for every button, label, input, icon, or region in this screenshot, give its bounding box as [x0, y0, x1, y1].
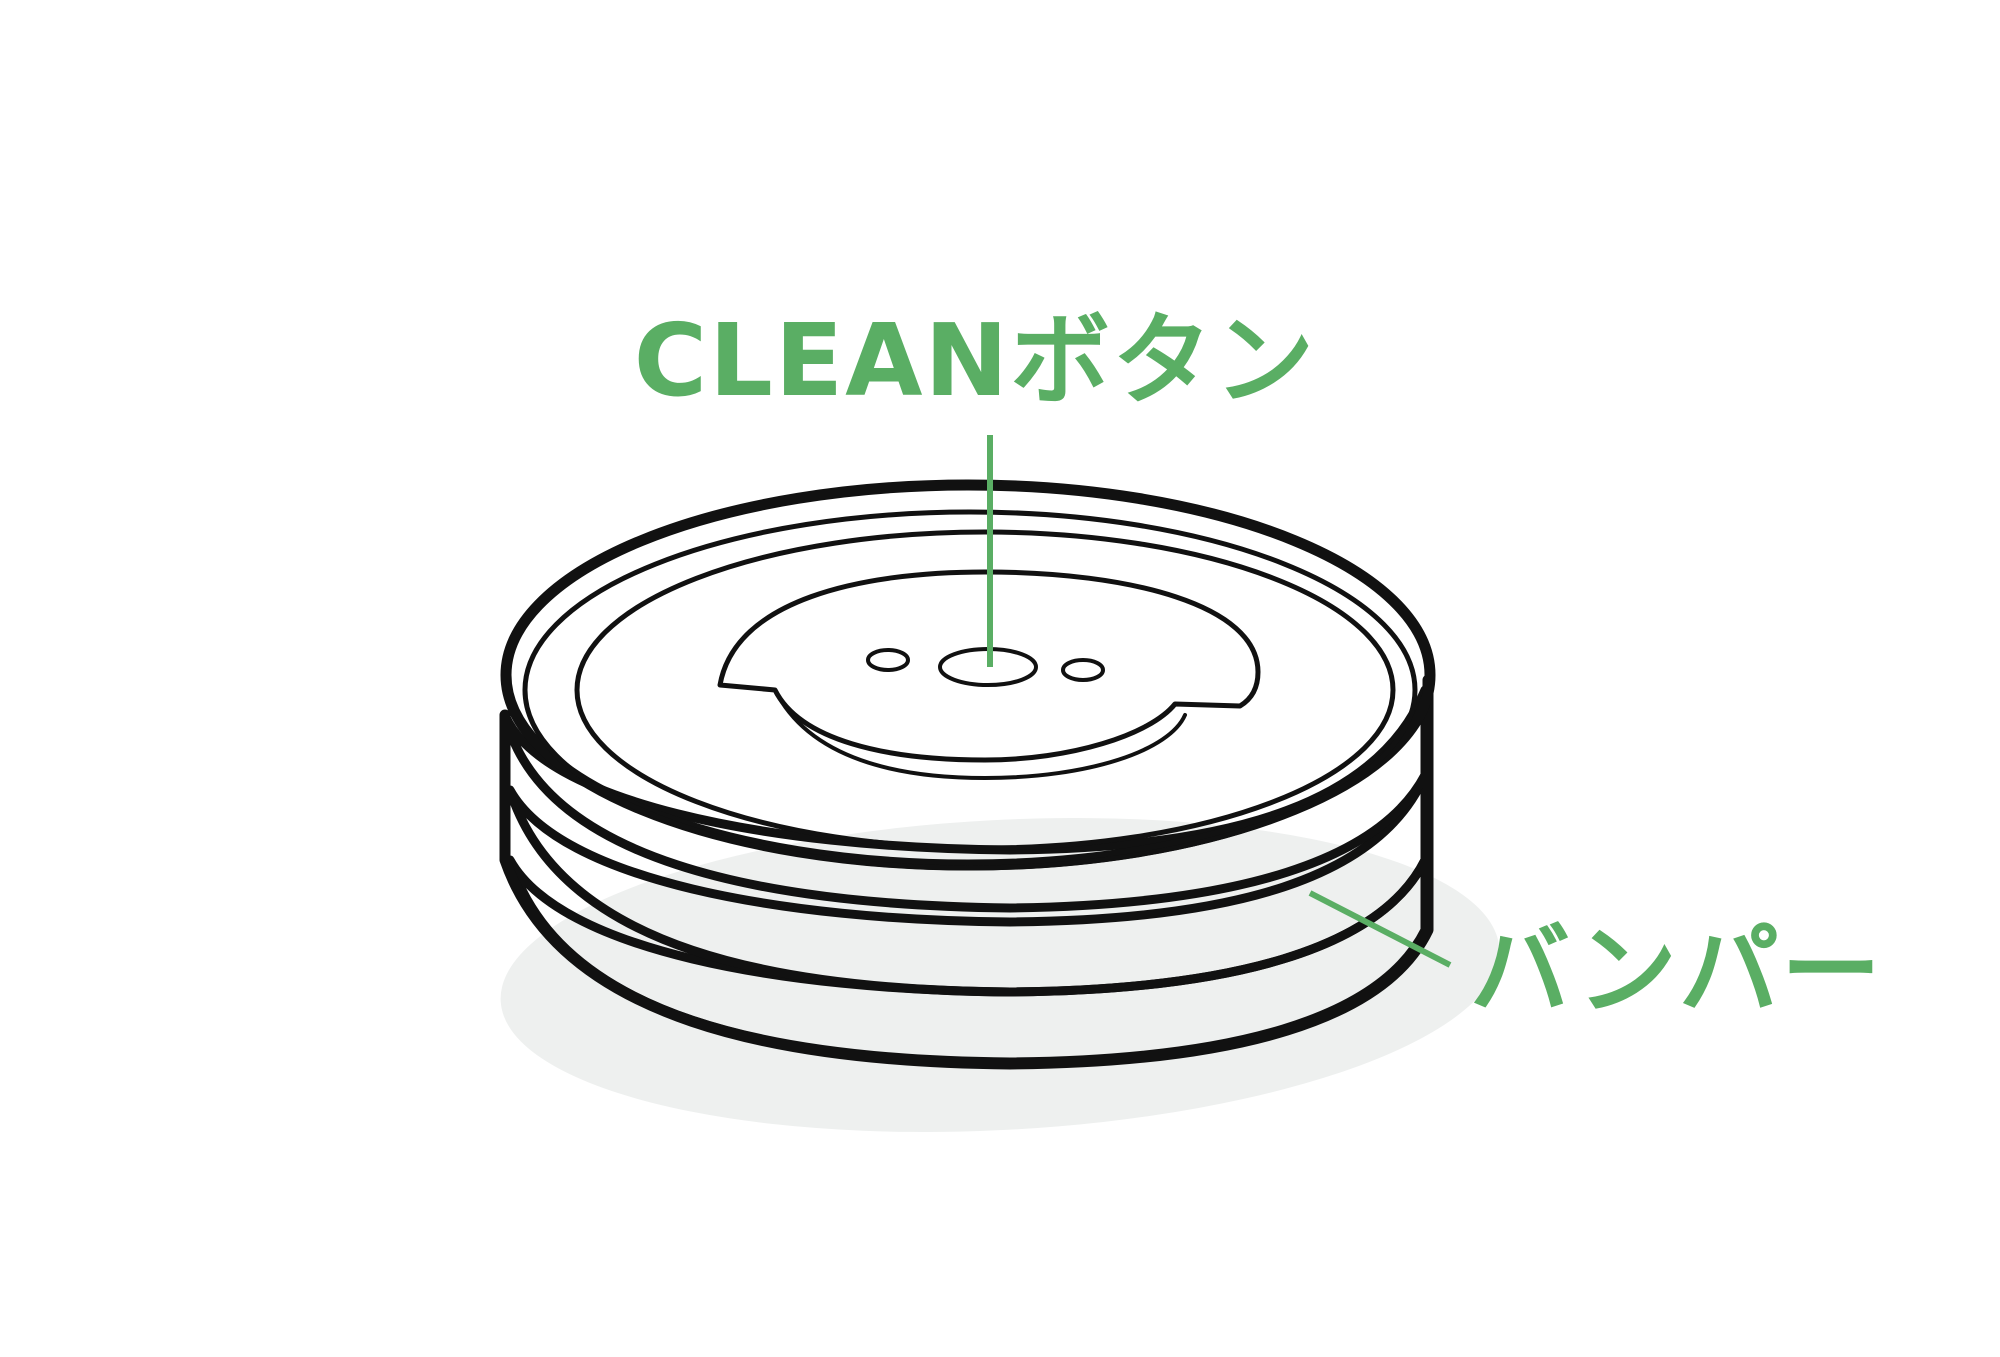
panel-lower-arc	[773, 688, 1187, 780]
inner-lid-ring	[574, 529, 1396, 851]
spot-button[interactable]	[1061, 658, 1105, 682]
body-outline	[499, 674, 1434, 1070]
control-panel	[717, 569, 1261, 763]
bumper-label: バンパー	[1470, 912, 1883, 1029]
top-lid	[500, 479, 1436, 871]
clean-button-label: CLEANボタン	[634, 302, 1317, 419]
home-button[interactable]	[866, 648, 910, 672]
bumper-leader-line	[1308, 890, 1452, 968]
lid-rim	[522, 509, 1418, 871]
